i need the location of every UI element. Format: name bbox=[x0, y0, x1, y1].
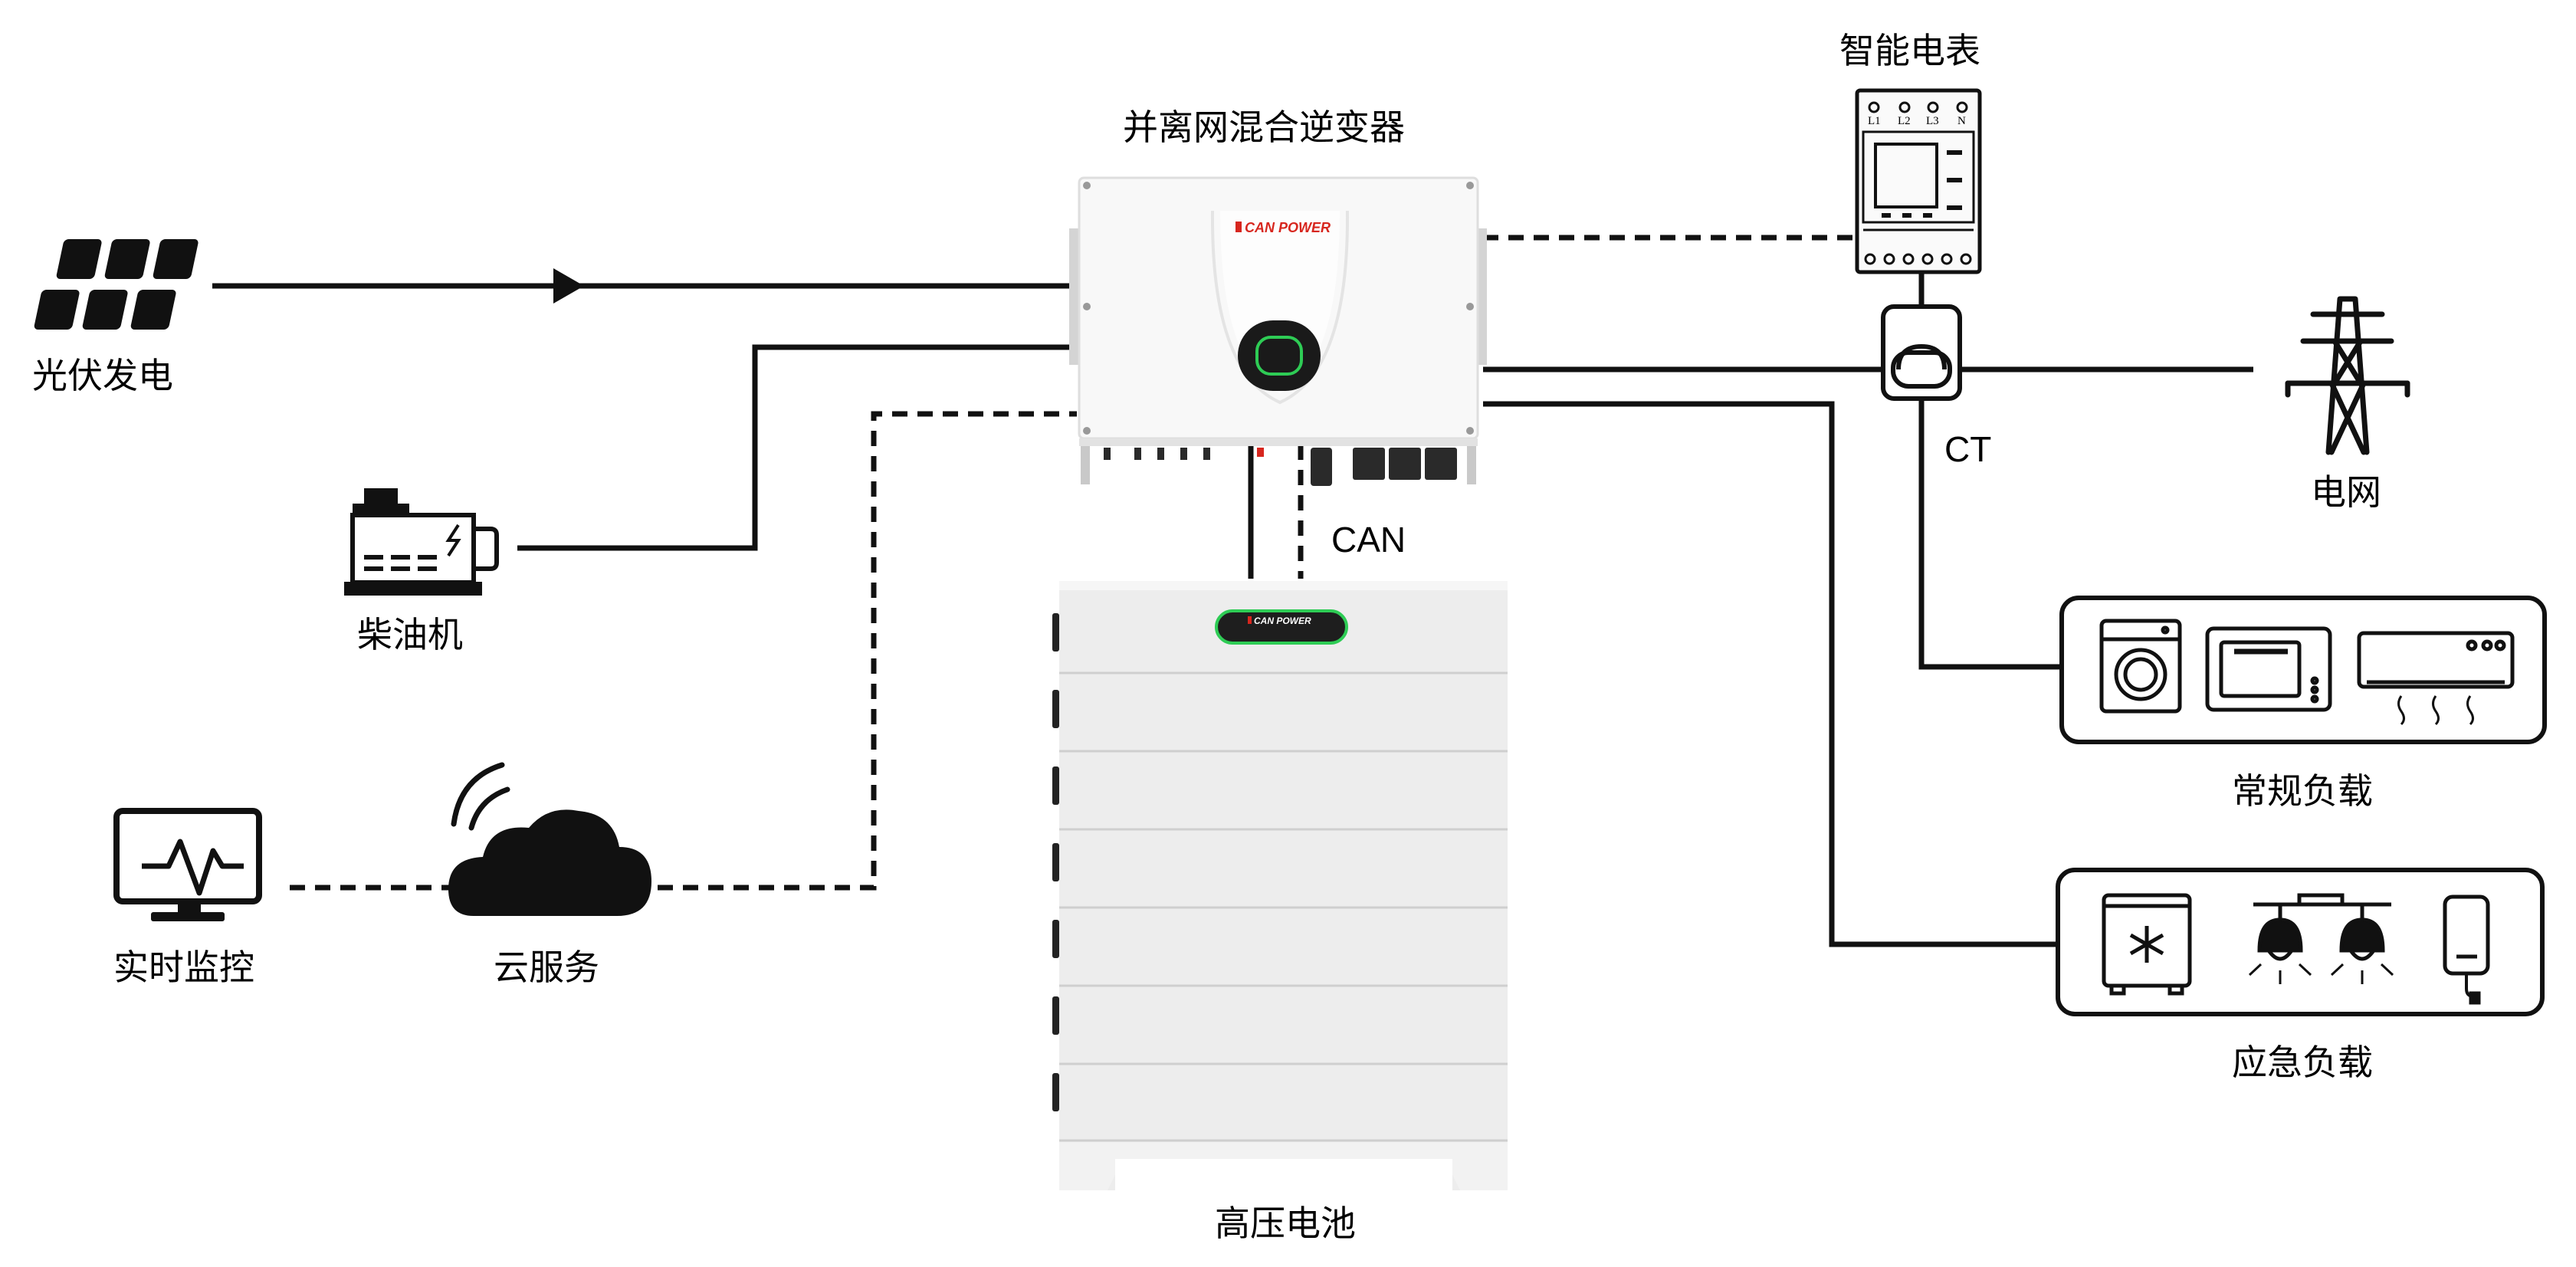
monitor-label: 实时监控 bbox=[113, 947, 254, 988]
ct-clamp-icon bbox=[1881, 304, 1962, 401]
normal-load-line bbox=[1918, 399, 2062, 670]
battery-logo: CAN POWER bbox=[1254, 615, 1311, 626]
smart-meter bbox=[1855, 88, 1982, 274]
inverter-label: 并离网混合逆变器 bbox=[1123, 107, 1405, 148]
normal-load-box bbox=[2059, 596, 2547, 744]
washing-machine-icon bbox=[2099, 619, 2182, 714]
meter-label: 智能电表 bbox=[1839, 30, 1980, 71]
battery-logo-mark bbox=[1248, 616, 1252, 624]
emergency-load-box bbox=[2056, 868, 2545, 1016]
meter-terminal-l2: L2 bbox=[1898, 115, 1911, 127]
normal-load-label: 常规负载 bbox=[2232, 770, 2373, 812]
cloud-line bbox=[658, 411, 1077, 891]
cloud-label: 云服务 bbox=[494, 947, 599, 988]
diesel-line bbox=[517, 344, 1077, 551]
can-label: CAN bbox=[1331, 520, 1406, 560]
meter-terminal-n: N bbox=[1957, 115, 1966, 127]
inverter-logo: CAN POWER bbox=[1245, 220, 1331, 235]
monitor-icon bbox=[113, 808, 262, 921]
solar-label: 光伏发电 bbox=[32, 355, 173, 396]
grid-label: 电网 bbox=[2311, 471, 2381, 513]
inverter-ports bbox=[1104, 448, 1457, 486]
air-conditioner-icon bbox=[2357, 631, 2515, 726]
emergency-load-label: 应急负载 bbox=[2232, 1042, 2373, 1083]
diesel-label: 柴油机 bbox=[357, 614, 463, 655]
high-voltage-battery bbox=[1052, 581, 1508, 1190]
ct-label: CT bbox=[1944, 429, 1991, 469]
inverter-display-icon bbox=[1238, 320, 1321, 391]
freezer-icon bbox=[2102, 893, 2192, 996]
inverter-logo-mark bbox=[1235, 222, 1242, 232]
meter-terminal-l1: L1 bbox=[1868, 115, 1881, 127]
diesel-generator-icon bbox=[344, 488, 499, 596]
solar-panel-icon bbox=[34, 239, 199, 330]
battery-label: 高压电池 bbox=[1215, 1203, 1356, 1244]
meter-terminal-l3: L3 bbox=[1926, 115, 1939, 127]
hybrid-inverter bbox=[1069, 176, 1487, 486]
connections bbox=[212, 235, 2253, 947]
grid-tower-icon bbox=[2285, 296, 2410, 455]
flow-arrow-icon bbox=[553, 268, 584, 304]
ceiling-lamps-icon bbox=[2248, 893, 2394, 984]
router-icon bbox=[2443, 894, 2490, 1005]
microwave-icon bbox=[2205, 626, 2332, 712]
cloud-icon bbox=[448, 762, 651, 916]
emergency-load-line bbox=[1483, 401, 2058, 947]
